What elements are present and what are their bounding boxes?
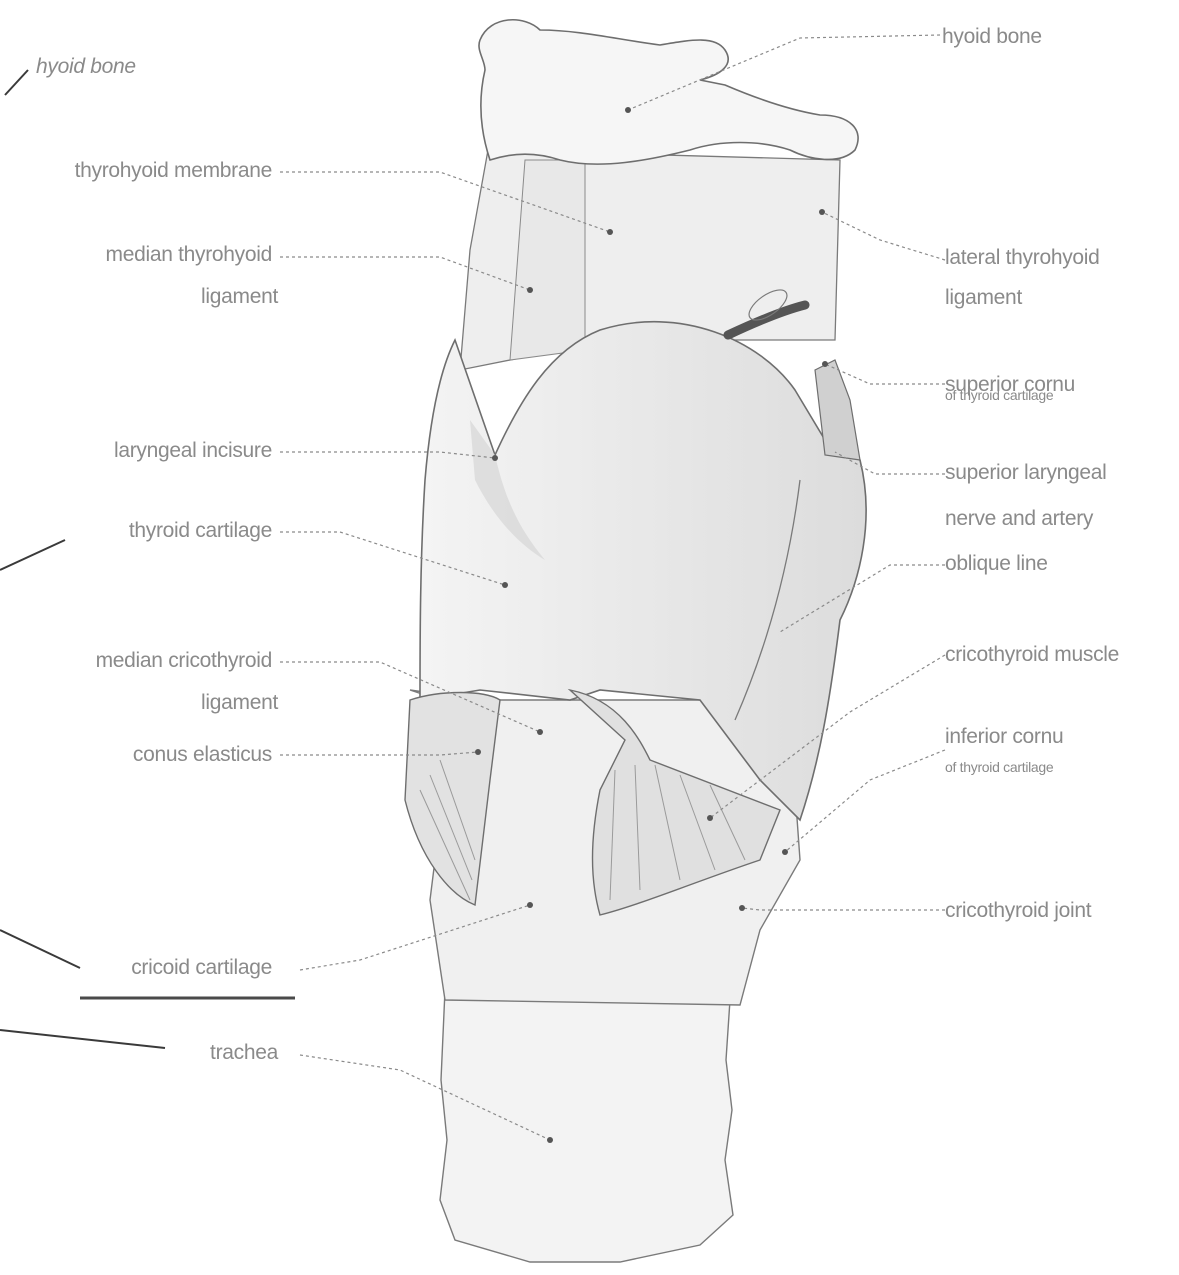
label-median-thyrohyoid-ligament-2: ligament: [10, 284, 278, 310]
label-thyroid-cartilage: thyroid cartilage: [10, 518, 272, 544]
label-median-thyrohyoid-ligament: median thyrohyoid: [10, 242, 272, 268]
label-thyrohyoid-membrane: thyrohyoid membrane: [10, 158, 272, 184]
hyoid-bone-shape: [479, 20, 858, 164]
label-hyoid-bone-right: hyoid bone: [942, 24, 1042, 50]
label-median-cricothyroid-ligament-2: ligament: [10, 690, 278, 716]
label-cricothyroid-joint: cricothyroid joint: [945, 898, 1091, 924]
label-superior-laryngeal-nerve-2: nerve and artery: [945, 506, 1093, 532]
trachea-shape: [440, 990, 733, 1262]
label-hyoid-bone-left: hyoid bone: [36, 54, 136, 80]
annotation-strokes: [0, 70, 295, 1048]
label-superior-laryngeal-nerve: superior laryngeal: [945, 460, 1107, 486]
label-lateral-thyrohyoid-ligament: lateral thyrohyoid: [945, 245, 1100, 271]
label-trachea: trachea: [10, 1040, 278, 1066]
label-median-cricothyroid-ligament: median cricothyroid: [10, 648, 272, 674]
label-cricoid-cartilage: cricoid cartilage: [10, 955, 272, 981]
label-lateral-thyrohyoid-ligament-2: ligament: [945, 285, 1022, 311]
label-oblique-line: oblique line: [945, 551, 1048, 577]
label-inferior-cornu: inferior cornu: [945, 724, 1063, 750]
label-inferior-cornu-sub: of thyroid cartilage: [945, 758, 1053, 776]
label-conus-elasticus: conus elasticus: [10, 742, 272, 768]
label-cricothyroid-muscle: cricothyroid muscle: [945, 642, 1119, 668]
label-superior-cornu-sub: of thyroid cartilage: [945, 386, 1053, 404]
label-laryngeal-incisure: laryngeal incisure: [10, 438, 272, 464]
